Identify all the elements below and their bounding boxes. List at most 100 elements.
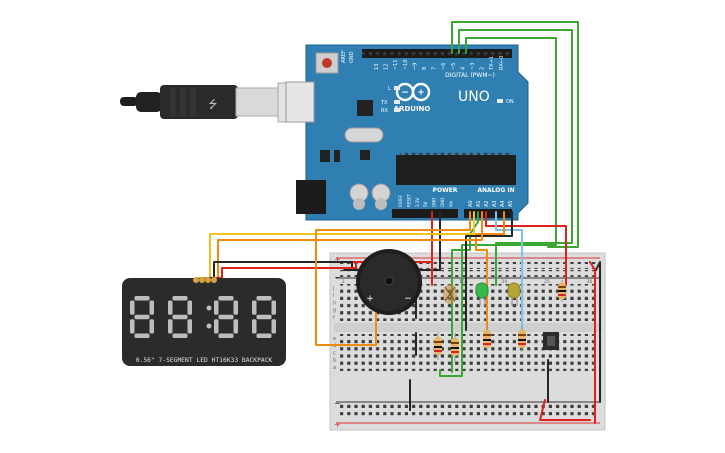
digital-pin-label: 8 xyxy=(422,67,428,70)
segment xyxy=(149,319,154,334)
segment xyxy=(214,319,219,334)
segment xyxy=(130,300,135,315)
column-label: 1 xyxy=(342,279,345,285)
power-pin-label: RESET xyxy=(406,194,411,207)
segment xyxy=(168,300,173,315)
segment xyxy=(187,319,192,334)
power-header xyxy=(392,209,458,218)
digital-pin-label: 2 xyxy=(480,67,486,70)
power-pin-label: GND xyxy=(432,198,437,207)
wire-orange-buzzer xyxy=(315,211,471,346)
led-rx-label: RX xyxy=(381,108,388,114)
crystal xyxy=(344,127,384,143)
analog-pin-label: A5 xyxy=(508,200,514,207)
wire-black-a5 xyxy=(465,211,513,331)
digital-pin-label: ~5 xyxy=(451,63,457,70)
segment xyxy=(130,319,135,334)
usb-chip xyxy=(357,100,373,116)
resistor-1 xyxy=(434,332,442,360)
analog-pin-label: A3 xyxy=(492,200,498,207)
digital-pin-label: ~3 xyxy=(470,63,476,70)
segment xyxy=(172,314,188,320)
segment xyxy=(256,314,272,320)
digital-pin-label: ~10 xyxy=(403,59,409,70)
pushbutton[interactable] xyxy=(543,332,559,350)
led-green xyxy=(475,282,489,306)
resistor-5 xyxy=(558,280,566,302)
svg-text:+: + xyxy=(417,88,425,98)
svg-text:−: − xyxy=(401,88,409,98)
wire-green-pin7 xyxy=(451,21,579,248)
piezo-buzzer: + − xyxy=(356,249,422,315)
digital-pin-label: RX←0 xyxy=(499,56,505,70)
segment xyxy=(172,333,188,338)
wire-green-a1 xyxy=(451,211,479,373)
segment xyxy=(134,296,150,301)
segment-digit xyxy=(168,296,192,338)
wire-green-pin6 xyxy=(458,29,573,286)
arduino-brand: ARDUINO xyxy=(394,105,431,113)
led-rx xyxy=(394,108,400,112)
wires xyxy=(195,21,601,424)
power-pin-label: 5V xyxy=(423,201,428,207)
segment xyxy=(134,333,150,338)
wire-green-pin5 xyxy=(439,37,557,377)
led-yellow xyxy=(507,282,521,306)
digital-pin-label: ~9 xyxy=(412,63,418,70)
analog-pin-label: A2 xyxy=(484,200,490,207)
segment-digit xyxy=(214,296,238,338)
analog-header xyxy=(464,209,512,218)
usb-icon: ⭍ xyxy=(208,98,217,111)
row-label: i xyxy=(333,293,334,299)
segment xyxy=(172,296,188,301)
segment xyxy=(271,300,276,315)
row-label: g xyxy=(333,308,336,314)
segment xyxy=(256,333,272,338)
resistor-2 xyxy=(451,333,459,362)
led-l-label: L xyxy=(388,86,391,92)
segment xyxy=(134,314,150,320)
power-pin-label: Vin xyxy=(448,200,453,207)
wire-blue-a3 xyxy=(495,211,523,331)
segment xyxy=(218,296,234,301)
resistor-3 xyxy=(483,326,491,352)
analog-label: ANALOG IN xyxy=(477,187,514,194)
digital-pin-label: ~11 xyxy=(393,59,399,70)
digital-pin-label: 12 xyxy=(384,64,390,70)
segment xyxy=(252,300,257,315)
led-l xyxy=(394,86,400,90)
rail-minus-top: − xyxy=(334,273,341,282)
row-label: e xyxy=(333,336,336,342)
wire-orange-a4 xyxy=(475,211,505,331)
segment-digit xyxy=(252,296,276,338)
wire-red-a2 xyxy=(485,211,567,286)
segment xyxy=(256,296,272,301)
power-jack xyxy=(296,180,326,214)
row-label: b xyxy=(333,358,336,364)
atmega-chip xyxy=(396,155,516,185)
row-label: j xyxy=(332,286,334,292)
resistors xyxy=(434,280,566,362)
display-digits xyxy=(130,296,276,338)
column-label: 25 xyxy=(544,279,550,285)
digital-pin-label: 4 xyxy=(460,67,466,70)
column-label: 30 xyxy=(587,279,593,285)
resistor-4 xyxy=(518,326,526,352)
colon-dot xyxy=(206,305,212,311)
row-label: a xyxy=(333,365,336,371)
segment xyxy=(168,319,173,334)
arduino-logo-icon: − + xyxy=(395,82,431,102)
segment xyxy=(149,300,154,315)
segment xyxy=(214,300,219,315)
row-label: d xyxy=(333,343,336,349)
reset-button-cap[interactable] xyxy=(322,58,332,68)
segment xyxy=(218,314,234,320)
usb-jack xyxy=(285,81,315,123)
row-label: h xyxy=(333,300,336,306)
analog-pin-label: A0 xyxy=(468,200,474,207)
colon-dot xyxy=(206,323,212,329)
aref-label: AREF xyxy=(341,50,347,63)
wire-red-rail-right xyxy=(589,261,596,424)
